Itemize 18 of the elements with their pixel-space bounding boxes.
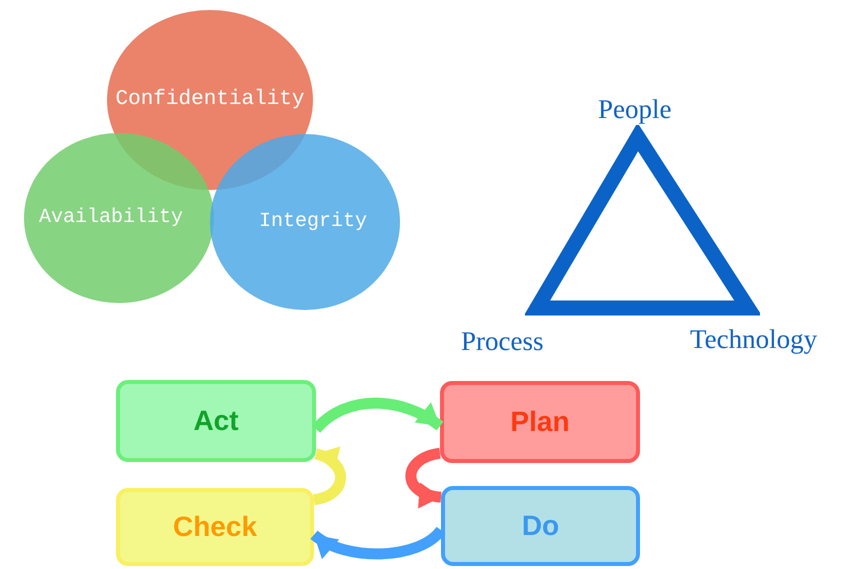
node-label: Availability	[38, 205, 184, 231]
vertex-label: People	[598, 96, 672, 123]
curved-arrow	[405, 448, 442, 507]
node-label: Plan	[510, 405, 570, 439]
node-label: Integrity	[258, 209, 368, 235]
curved-arrow	[312, 398, 444, 434]
curved-arrow	[310, 526, 446, 560]
node-label: Act	[193, 404, 239, 438]
curved-arrow	[312, 448, 346, 506]
node-label: Confidentiality	[115, 87, 305, 114]
process-box	[116, 488, 314, 566]
vertex-label: Process	[461, 328, 544, 355]
vertex-label: Technology	[690, 326, 818, 353]
node-label: Check	[172, 510, 258, 544]
process-box	[116, 380, 316, 462]
node-label: Do	[522, 509, 560, 543]
process-box	[440, 381, 640, 463]
process-box	[441, 486, 640, 566]
